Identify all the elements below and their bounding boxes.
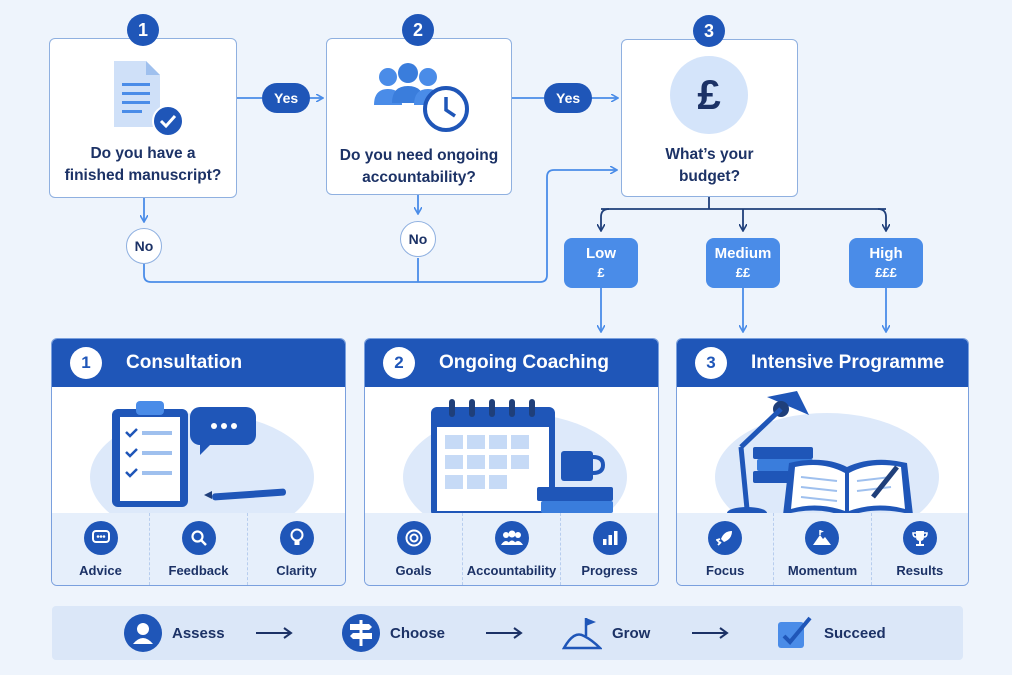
feature-accountability: Accountability [463,513,561,585]
feature-momentum: Momentum [774,513,872,585]
card-header: 3 Intensive Programme [677,339,968,387]
budget-low: Low£ [564,238,638,288]
magnifier-icon [181,520,216,555]
no-label-1: No [126,228,162,264]
card-ongoing-coaching: 2 Ongoing Coaching Goals Accountability … [364,338,659,586]
manuscript-check-icon [114,61,184,137]
feature-advice: Advice [52,513,150,585]
bar-chart-icon [592,520,627,555]
card-title: Consultation [126,352,243,373]
card-header: 2 Ongoing Coaching [365,339,658,387]
no-label-2: No [400,221,436,257]
process-step-label: Assess [172,624,225,642]
people-clock-icon [374,63,469,132]
pound-icon: £ [670,56,748,134]
signpost-icon [342,614,380,652]
process-step-label: Choose [390,624,446,642]
feature-feedback: Feedback [150,513,248,585]
yes-label-1: Yes [262,83,311,113]
process-step-succeed: Succeed [774,606,886,660]
team-icon [494,520,529,555]
feature-label: Goals [395,562,432,578]
calendar-cup-illustration [403,399,627,541]
process-step-choose: Choose [342,606,445,660]
process-bar: Assess Choose Grow Succeed [52,606,963,660]
feature-progress: Progress [561,513,658,585]
feature-clarity: Clarity [248,513,345,585]
feature-label: Progress [581,562,638,578]
card-features: Focus Momentum Results [677,513,968,585]
step-number-3: 3 [693,15,725,47]
card-number: 1 [70,347,102,379]
card-number: 2 [383,347,415,379]
feature-label: Advice [79,562,122,578]
card-title: Intensive Programme [751,352,945,373]
process-arrows [256,627,729,639]
process-step-label: Succeed [824,624,886,642]
budget-medium: Medium££ [706,238,780,288]
budget-high: High£££ [849,238,923,288]
lightbulb-icon [279,520,314,555]
feature-label: Focus [706,562,745,578]
rocket-icon [708,520,743,555]
process-step-assess: Assess [124,606,225,660]
process-step-label: Grow [612,624,651,642]
step-number-2: 2 [402,14,434,46]
person-icon [124,614,162,652]
hill-flag-icon [562,618,602,650]
process-step-grow: Grow [562,606,650,660]
card-intensive-programme: 3 Intensive Programme Focus Momentum Res… [676,338,969,586]
lamp-book-illustration [715,391,939,541]
feature-label: Clarity [276,562,317,578]
feature-results: Results [872,513,968,585]
card-header: 1 Consultation [52,339,345,387]
card-features: Goals Accountability Progress [365,513,658,585]
yes-label-2: Yes [544,83,593,113]
feature-label: Results [896,562,944,578]
card-number: 3 [695,347,727,379]
mountain-flag-icon [805,520,840,555]
target-icon [396,520,431,555]
card-features: Advice Feedback Clarity [52,513,345,585]
pencil-check-icon [778,616,812,648]
step-number-1: 1 [127,14,159,46]
feature-label: Feedback [168,562,229,578]
card-title: Ongoing Coaching [439,352,609,373]
feature-focus: Focus [677,513,775,585]
chat-icon [83,520,118,555]
feature-label: Accountability [466,562,557,578]
card-consultation: 1 Consultation Advice Feedback Clarity [51,338,346,586]
feature-goals: Goals [365,513,463,585]
clipboard-chat-illustration [90,401,314,541]
trophy-icon [902,520,937,555]
feature-label: Momentum [787,562,858,578]
